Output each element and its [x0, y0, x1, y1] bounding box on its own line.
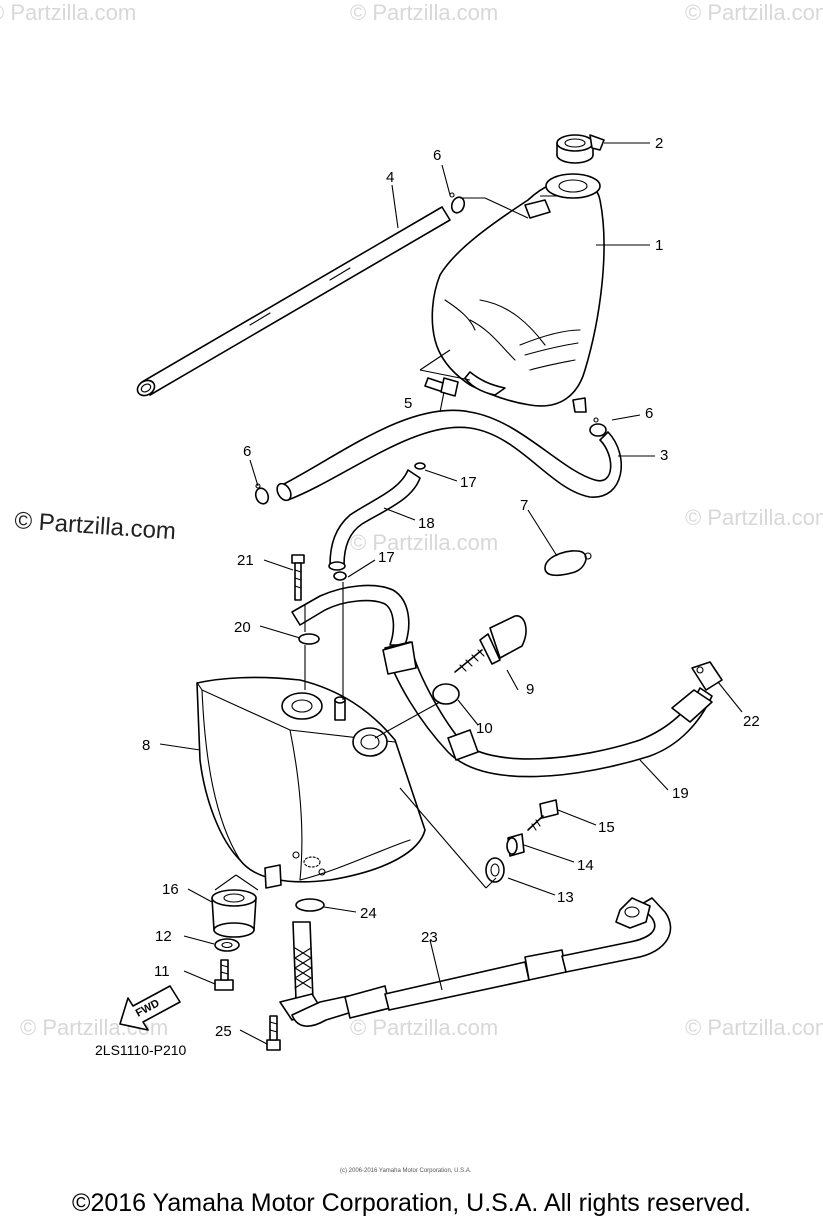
bolt-part-25 — [266, 1015, 281, 1051]
callout-20: 20 — [234, 619, 251, 636]
callout-18: 18 — [418, 515, 435, 532]
callout-21: 21 — [237, 552, 254, 569]
footer-copyright: ©2016 Yamaha Motor Corporation, U.S.A. A… — [72, 1189, 751, 1217]
hose-clamp-part-22 — [691, 661, 723, 691]
reservoir-tank-part-1 — [431, 173, 605, 413]
bolt-part-21 — [291, 554, 305, 601]
callout-8: 8 — [142, 737, 150, 754]
bolt-part-5 — [424, 377, 459, 397]
collar-part-14 — [506, 833, 525, 857]
forward-arrow-icon: FWD — [119, 985, 181, 1031]
callout-1: 1 — [655, 237, 663, 254]
damper-part-16 — [211, 889, 257, 938]
clip-part-17 — [333, 462, 426, 581]
watermark-text: © Partzilla.com — [350, 1015, 498, 1040]
callout-25: 25 — [215, 1023, 232, 1040]
bolt-part-15 — [527, 799, 559, 831]
o-ring-part-10 — [432, 683, 460, 705]
washer-part-12 — [214, 938, 240, 952]
clamp-part-7 — [544, 550, 592, 577]
callout-19: 19 — [672, 785, 689, 802]
callout-3: 3 — [660, 447, 668, 464]
oil-tank-part-8 — [196, 676, 426, 889]
grommet-part-13 — [485, 857, 505, 883]
watermark-text: © Partzilla.com — [350, 0, 498, 25]
callout-labels: 1 2 3 4 5 6 6 6 7 8 9 10 11 12 13 14 15 … — [142, 135, 760, 1040]
vent-hose-part-18 — [328, 469, 421, 571]
callout-4: 4 — [386, 169, 394, 186]
dipstick-part-9 — [454, 615, 527, 673]
diagram-code: 2LS1110-P210 — [95, 1042, 187, 1058]
callout-2: 2 — [655, 135, 663, 152]
watermark-text: © Partzilla.com — [685, 0, 823, 25]
callout-9: 9 — [526, 681, 534, 698]
oil-hose-part-19 — [291, 584, 713, 778]
callout-6b: 6 — [645, 405, 653, 422]
callout-16: 16 — [162, 881, 179, 898]
watermark-text: © Partzilla.com — [685, 1015, 823, 1040]
callout-6c: 6 — [243, 443, 251, 460]
callout-17b: 17 — [378, 549, 395, 566]
callout-10: 10 — [476, 720, 493, 737]
small-copyright: (c) 2006-2016 Yamaha Motor Corporation, … — [340, 1168, 472, 1174]
callout-13: 13 — [557, 889, 574, 906]
watermark-text: © Partzilla.com — [0, 0, 136, 25]
callout-6a: 6 — [433, 147, 441, 164]
watermark-layer: © Partzilla.com © Partzilla.com © Partzi… — [0, 0, 823, 1040]
watermark-text: © Partzilla.com — [685, 505, 823, 530]
callout-24: 24 — [360, 905, 377, 922]
callout-17a: 17 — [460, 474, 477, 491]
watermark-main: © Partzilla.com — [14, 507, 177, 545]
o-ring-part-24 — [295, 898, 325, 912]
o-ring-part-20 — [298, 633, 320, 645]
bolt-part-11 — [214, 959, 234, 991]
callout-7: 7 — [520, 497, 528, 514]
callout-5: 5 — [404, 395, 412, 412]
callout-11: 11 — [154, 963, 170, 980]
leader-lines — [159, 164, 743, 1045]
callout-15: 15 — [598, 819, 615, 836]
callout-14: 14 — [577, 857, 594, 874]
callout-23: 23 — [421, 929, 438, 946]
reservoir-cap-part-2 — [556, 134, 650, 164]
oil-pipe-part-23 — [279, 897, 672, 1027]
callout-12: 12 — [155, 928, 172, 945]
callout-22: 22 — [743, 713, 760, 730]
breather-hose-part-4 — [136, 206, 451, 397]
watermark-text: © Partzilla.com — [350, 530, 498, 555]
overflow-hose-part-3 — [276, 409, 622, 502]
